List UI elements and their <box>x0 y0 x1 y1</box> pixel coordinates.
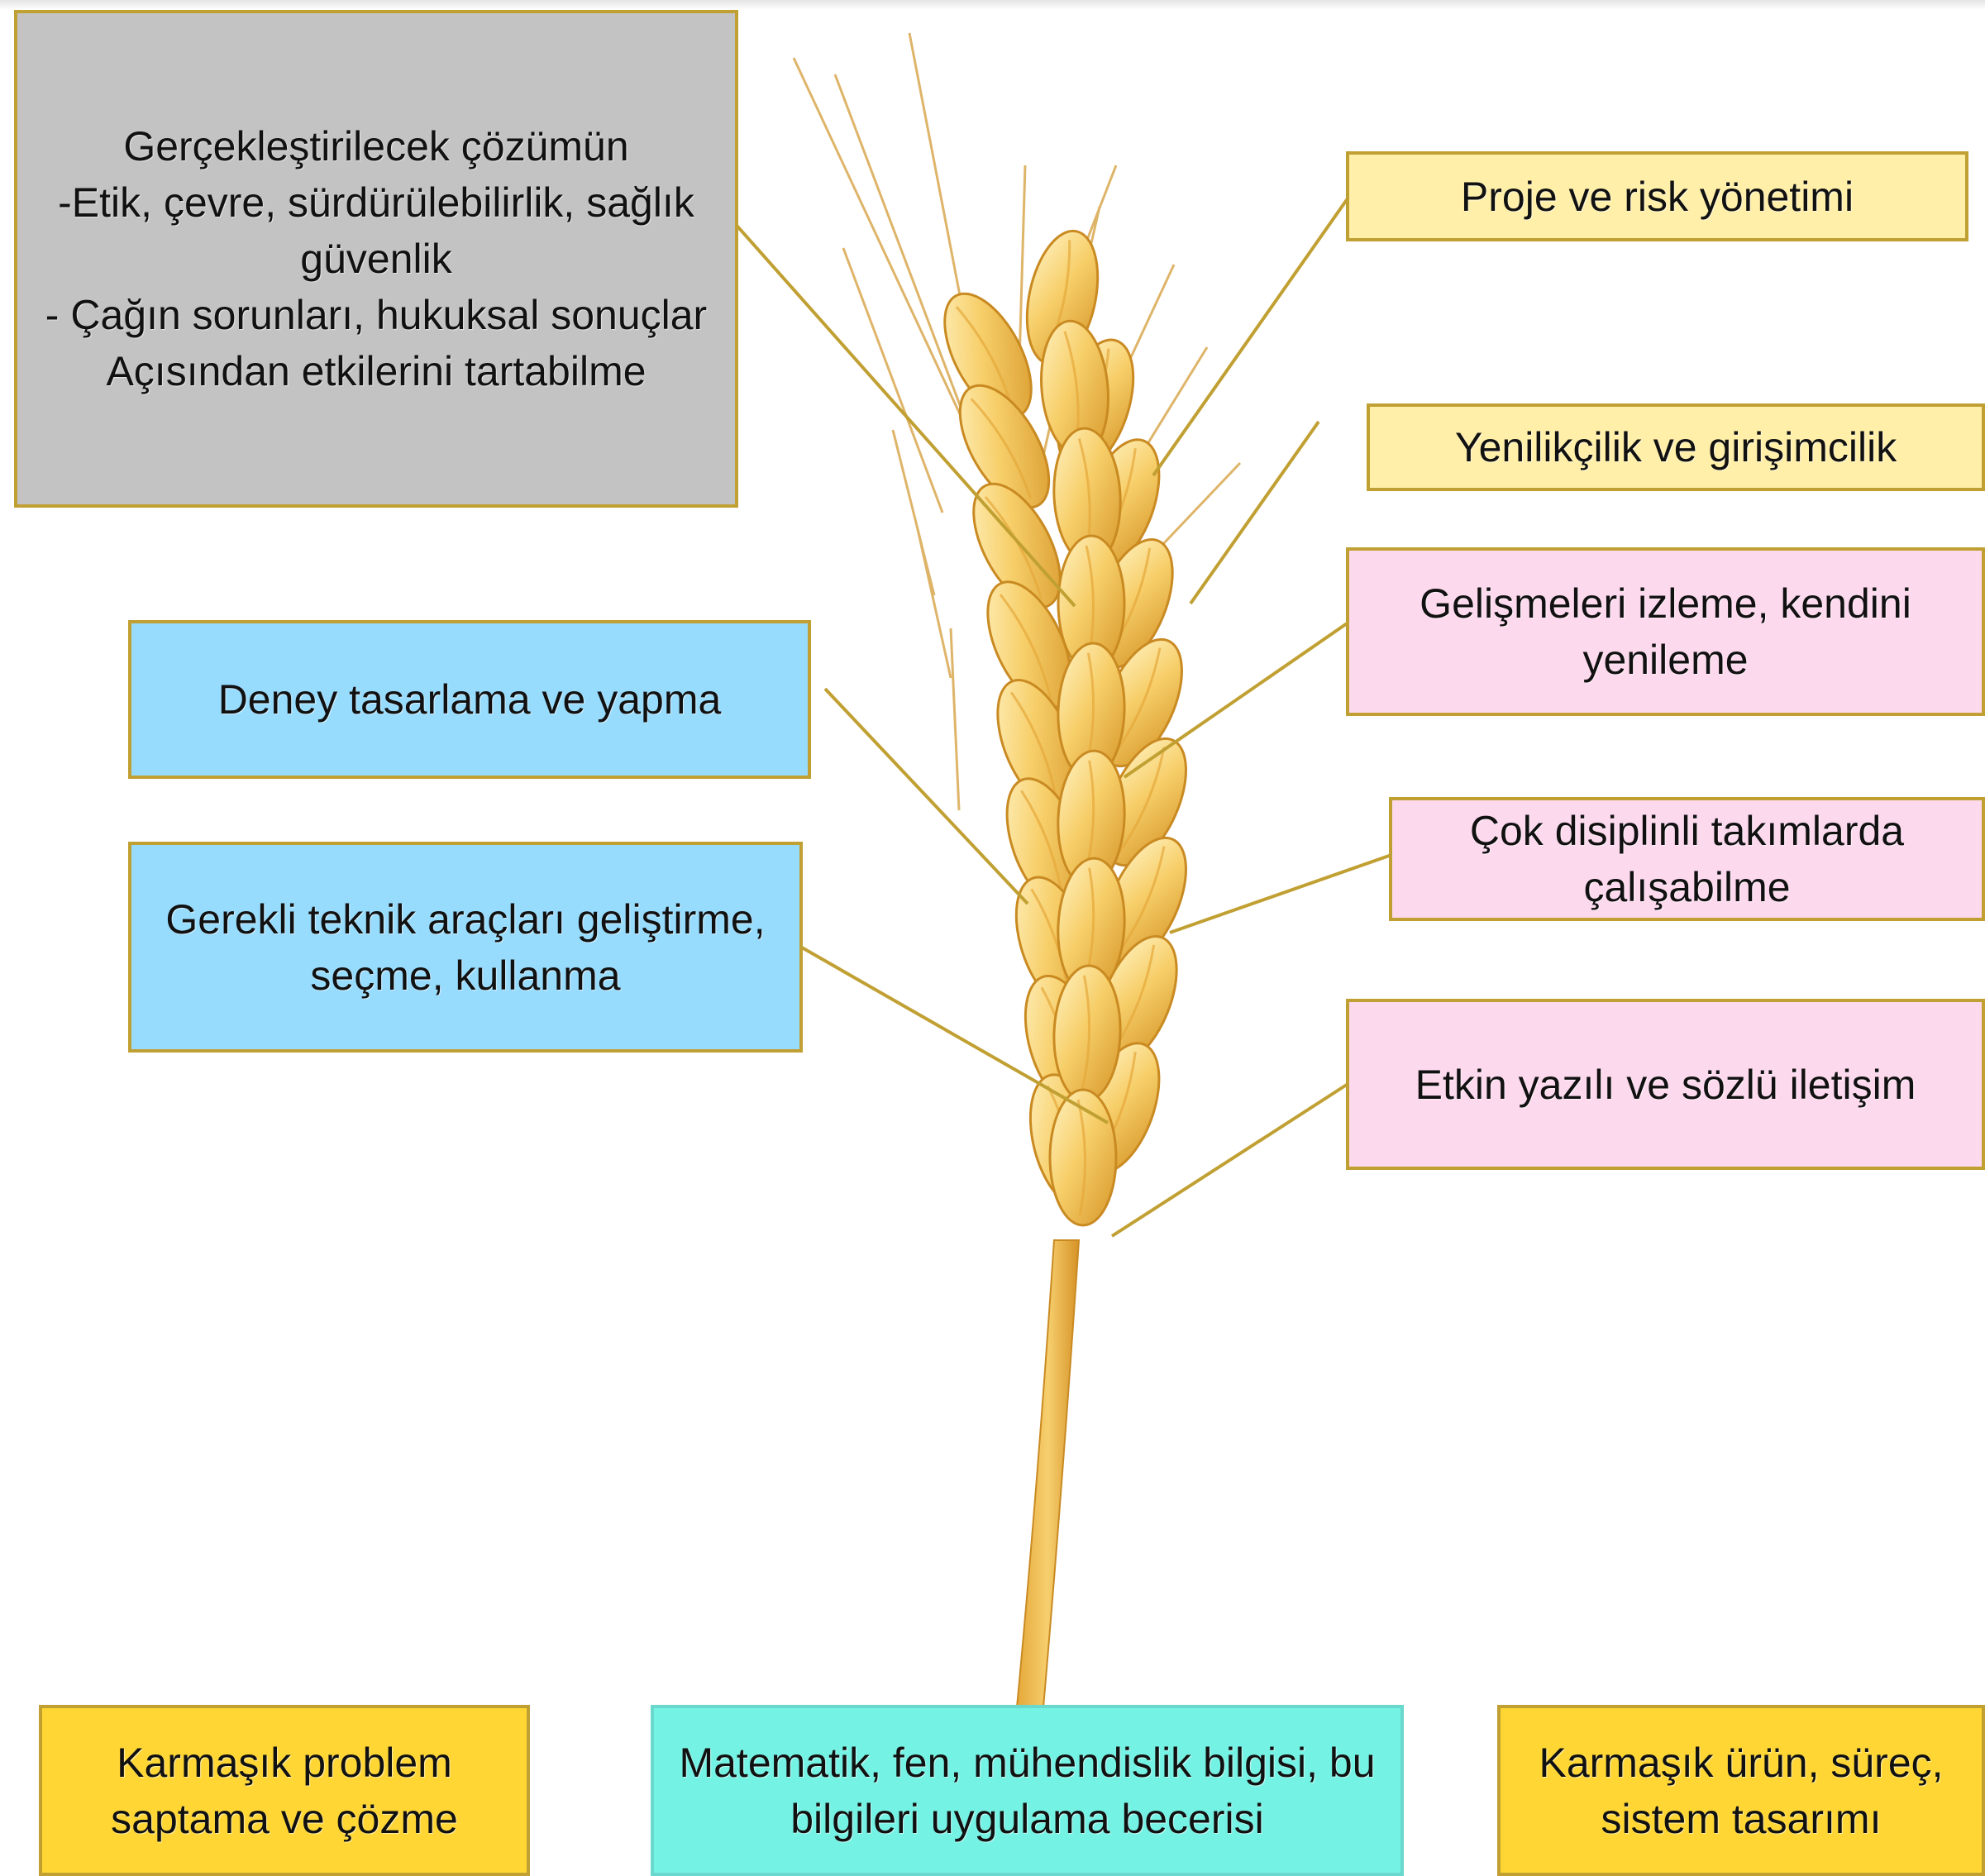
connector-experiment <box>823 687 1029 905</box>
connector-ethics <box>724 212 1076 608</box>
self-renewal-box: Gelişmeleri izleme, kendini yenileme <box>1346 547 1985 716</box>
connector-self-renewal <box>1123 618 1353 779</box>
knowledge-box: Matematik, fen, mühendislik bilgisi, bu … <box>651 1705 1404 1876</box>
project-risk-box: Proje ve risk yönetimi <box>1346 151 1968 241</box>
technical-tools-box: Gerekli teknik araçları geliştirme, seçm… <box>128 842 803 1053</box>
communication-box: Etkin yazılı ve sözlü iletişim <box>1346 999 1985 1170</box>
ethics-impact-box: Gerçekleştirilecek çözümün -Etik, çevre,… <box>14 10 738 508</box>
multidisciplinary-box: Çok disiplinli takımlarda çalışabilme <box>1389 797 1985 921</box>
connector-innovation <box>1189 420 1320 605</box>
connector-communication <box>1110 1080 1353 1238</box>
system-design-box: Karmaşık ürün, süreç, sistem tasarımı <box>1497 1705 1985 1876</box>
top-bar <box>0 0 1985 10</box>
wheat-stem <box>1015 1239 1081 1708</box>
innovation-box: Yenilikçilik ve girişimcilik <box>1367 403 1985 491</box>
connector-lines <box>724 191 1409 1238</box>
connector-multidisciplinary <box>1169 847 1409 934</box>
experiment-box: Deney tasarlama ve yapma <box>128 620 811 779</box>
connector-tools <box>766 926 1109 1124</box>
complex-problem-box: Karmaşık problem saptama ve çözme <box>39 1705 530 1876</box>
connector-project-risk <box>1152 191 1353 477</box>
